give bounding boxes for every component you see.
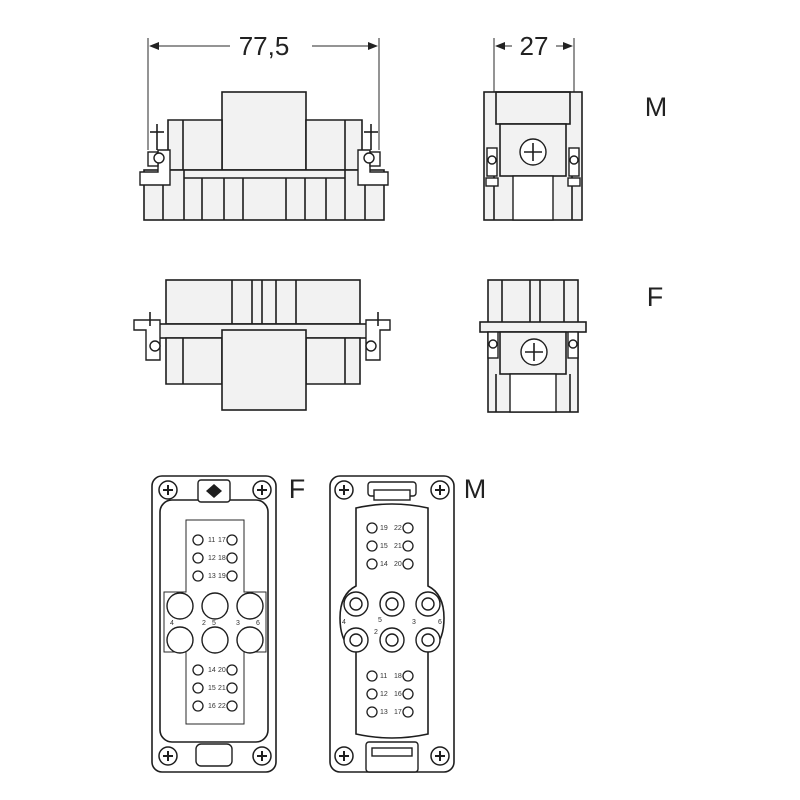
female-pin-label: 6: [256, 620, 260, 627]
width-dimension-value: 27: [520, 31, 549, 61]
male-pin-label: 20: [394, 561, 402, 568]
male-pin-label: 21: [394, 543, 402, 550]
male-pin-label: 11: [380, 673, 387, 680]
female-pin-label: 16: [208, 703, 216, 710]
male-pin-label: 13: [380, 709, 388, 716]
male-pin-label: 16: [394, 691, 402, 698]
female-pin-label: 14: [208, 667, 216, 674]
female-insert-face-view: 11 12 13 17 18 19 4 2 5 3 6 14 15 16 20 …: [151, 475, 277, 773]
male-insert-side-view: [139, 91, 389, 221]
female-pin-label: 19: [218, 573, 226, 580]
female-insert-side-view: [133, 279, 391, 411]
male-pin-label: 12: [380, 691, 388, 698]
male-side-view-label: M: [645, 92, 668, 122]
male-pin-label: 6: [438, 619, 442, 626]
length-dimension: 77,5: [147, 31, 380, 150]
female-pin-label: 3: [236, 620, 240, 627]
male-pin-label: 2: [374, 629, 378, 636]
male-pin-label: 4: [342, 619, 346, 626]
length-dimension-value: 77,5: [239, 31, 290, 61]
female-pin-label: 4: [170, 620, 174, 627]
female-pin-label: 11: [208, 537, 215, 544]
male-pin-label: 17: [394, 709, 402, 716]
female-pin-label: 13: [208, 573, 216, 580]
male-pin-label: 15: [380, 543, 388, 550]
male-face-view-label: M: [464, 474, 487, 504]
male-pin-label: 22: [394, 525, 402, 532]
male-pin-label: 19: [380, 525, 388, 532]
width-dimension: 27: [493, 31, 575, 92]
male-pin-label: 5: [378, 617, 382, 624]
female-pin-label: 21: [218, 685, 226, 692]
female-pin-label: 15: [208, 685, 216, 692]
male-pin-label: 18: [394, 673, 402, 680]
male-insert-face-view: 19 15 14 22 21 20 4 2 5 3 6 11 12 13 18 …: [329, 475, 455, 773]
female-pin-label: 5: [212, 620, 216, 627]
male-insert-end-view: [483, 91, 583, 221]
male-pin-label: 14: [380, 561, 388, 568]
female-pin-label: 20: [218, 667, 226, 674]
female-side-view-label: F: [647, 282, 664, 312]
female-insert-end-view: [479, 279, 587, 413]
female-face-view-label: F: [289, 474, 306, 504]
female-pin-label: 17: [218, 537, 226, 544]
female-pin-label: 22: [218, 703, 226, 710]
female-pin-label: 2: [202, 620, 206, 627]
female-pin-label: 12: [208, 555, 216, 562]
female-pin-label: 18: [218, 555, 226, 562]
male-pin-label: 3: [412, 619, 416, 626]
